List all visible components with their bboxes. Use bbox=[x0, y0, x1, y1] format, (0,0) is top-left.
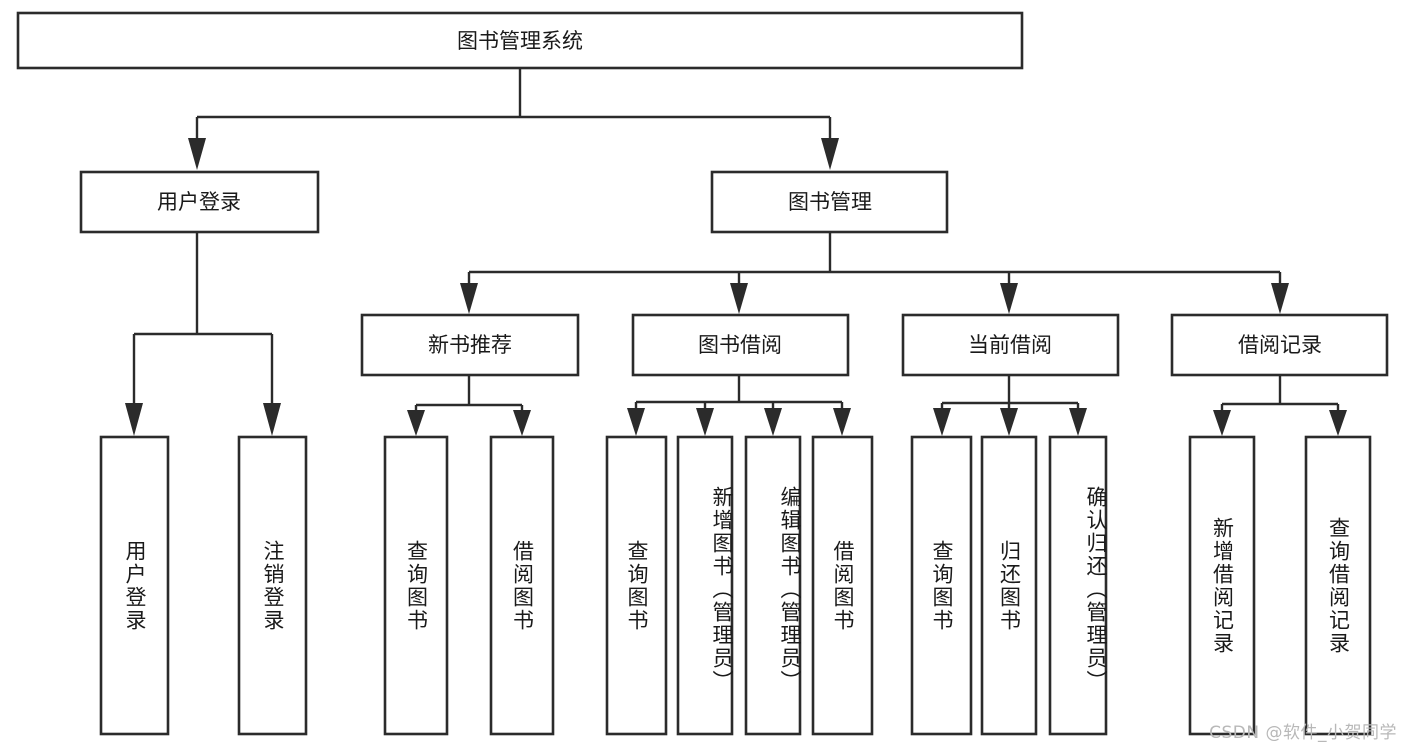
node-leaf-add-record[interactable] bbox=[1188, 435, 1256, 736]
arrow-head-leaf-borrow-book-2 bbox=[833, 408, 851, 436]
node-leaf-confirm-return[interactable] bbox=[1048, 435, 1108, 736]
arrow-head-current-borrow bbox=[1000, 283, 1018, 314]
csdn-watermark: CSDN @软件_小贺同学 bbox=[1209, 723, 1397, 743]
arrow-head-leaf-add-book bbox=[696, 408, 714, 436]
node-leaf-query-book-3[interactable] bbox=[910, 435, 973, 736]
arrow-head-user-login bbox=[188, 138, 206, 170]
node-leaf-query-book-1[interactable] bbox=[383, 435, 449, 736]
node-new-book-recommend[interactable] bbox=[360, 313, 580, 377]
connector-group-book-management-children bbox=[460, 232, 1289, 314]
node-user-login-label: 用户登录 bbox=[157, 190, 241, 214]
arrow-head-leaf-edit-book bbox=[764, 408, 782, 436]
arrow-head-leaf-user-login bbox=[125, 403, 143, 436]
arrow-head-leaf-query-book-2 bbox=[627, 408, 645, 436]
arrow-head-leaf-confirm-return bbox=[1069, 408, 1087, 436]
node-leaf-add-book[interactable] bbox=[676, 435, 734, 736]
node-leaf-return-book[interactable] bbox=[980, 435, 1038, 736]
node-borrow-record-label: 借阅记录 bbox=[1238, 333, 1322, 357]
connector-group-borrow-record-children bbox=[1213, 375, 1347, 436]
node-leaf-logout-login[interactable] bbox=[237, 435, 308, 736]
arrow-head-leaf-borrow-book-1 bbox=[513, 410, 531, 436]
node-current-borrow-label: 当前借阅 bbox=[968, 333, 1052, 357]
arrow-head-borrow-record bbox=[1271, 283, 1289, 314]
node-root-label: 图书管理系统 bbox=[457, 29, 583, 53]
arrow-head-book-borrow bbox=[730, 283, 748, 314]
node-leaf-edit-book[interactable] bbox=[744, 435, 802, 736]
node-root[interactable] bbox=[16, 11, 1024, 70]
arrow-head-leaf-query-book-3 bbox=[933, 408, 951, 436]
arrow-head-leaf-add-record bbox=[1213, 410, 1231, 436]
arrow-head-leaf-logout-login bbox=[263, 403, 281, 436]
node-current-borrow[interactable] bbox=[901, 313, 1120, 377]
node-leaf-user-login[interactable] bbox=[99, 435, 170, 736]
arrow-head-new-book-recommend bbox=[460, 283, 478, 314]
connector-group-user-login-children bbox=[125, 232, 281, 436]
node-book-management-label: 图书管理 bbox=[788, 190, 872, 214]
node-user-login[interactable] bbox=[79, 170, 320, 234]
arrow-head-book-management bbox=[821, 138, 839, 170]
node-book-management[interactable] bbox=[710, 170, 949, 234]
arrow-head-leaf-query-record bbox=[1329, 410, 1347, 436]
node-leaf-query-book-2[interactable] bbox=[605, 435, 668, 736]
arrow-head-leaf-query-book-1 bbox=[407, 410, 425, 436]
node-borrow-record[interactable] bbox=[1170, 313, 1389, 377]
node-new-book-recommend-label: 新书推荐 bbox=[428, 333, 512, 357]
connector-group-current-borrow-children bbox=[933, 375, 1087, 436]
node-book-borrow[interactable] bbox=[631, 313, 850, 377]
node-leaf-borrow-book-1[interactable] bbox=[489, 435, 555, 736]
connector-group-root-to-level2 bbox=[188, 68, 839, 170]
connector-group-new-book-recommend-children bbox=[407, 375, 531, 436]
node-leaf-borrow-book-2[interactable] bbox=[811, 435, 874, 736]
node-book-borrow-label: 图书借阅 bbox=[698, 333, 782, 357]
node-leaf-query-record[interactable] bbox=[1304, 435, 1372, 736]
arrow-head-leaf-return-book bbox=[1000, 408, 1018, 436]
connector-group-book-borrow-children bbox=[627, 375, 851, 436]
